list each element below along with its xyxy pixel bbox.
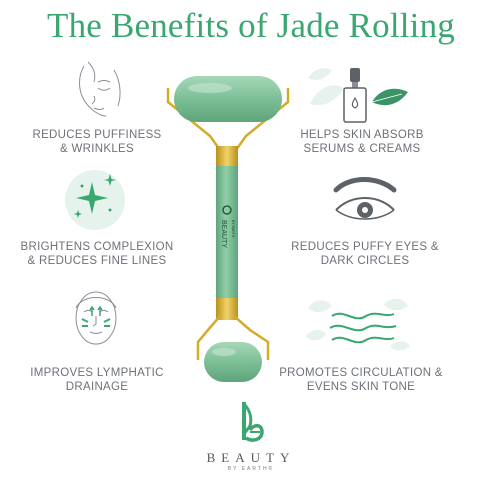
benefit-lymphatic-drainage: IMPROVES LYMPHATIC DRAINAGE bbox=[30, 367, 164, 393]
handle-brand-name: BEAUTY bbox=[220, 220, 227, 248]
beauty-logo-icon bbox=[242, 402, 264, 442]
handle-brand-tagline: BY EARTH bbox=[231, 220, 235, 238]
benefit-reduces-puffy-eyes: REDUCES PUFFY EYES & DARK CIRCLES bbox=[291, 241, 439, 267]
face-drainage-icon bbox=[75, 291, 117, 345]
benefit-reduces-puffiness: REDUCES PUFFINESS & WRINKLES bbox=[32, 129, 162, 155]
page-title: The Benefits of Jade Rolling bbox=[46, 6, 455, 45]
serum-dropper-icon bbox=[308, 68, 408, 123]
benefit-promotes-circulation: PROMOTES CIRCULATION & EVENS SKIN TONE bbox=[279, 367, 443, 393]
circulation-waves-icon bbox=[306, 298, 410, 351]
benefit-helps-absorb-serums: HELPS SKIN ABSORB SERUMS & CREAMS bbox=[300, 129, 424, 155]
brand-tagline: BY EARTH® bbox=[227, 466, 275, 472]
benefit-brightens-complexion: BRIGHTENS COMPLEXION & REDUCES FINE LINE… bbox=[20, 241, 174, 267]
eye-icon bbox=[333, 177, 397, 220]
sparkle-icon bbox=[65, 170, 125, 230]
brand-name: BEAUTY bbox=[206, 450, 296, 465]
jade-roller-product: BEAUTY BY EARTH bbox=[166, 76, 290, 382]
face-outline-icon bbox=[79, 61, 121, 117]
